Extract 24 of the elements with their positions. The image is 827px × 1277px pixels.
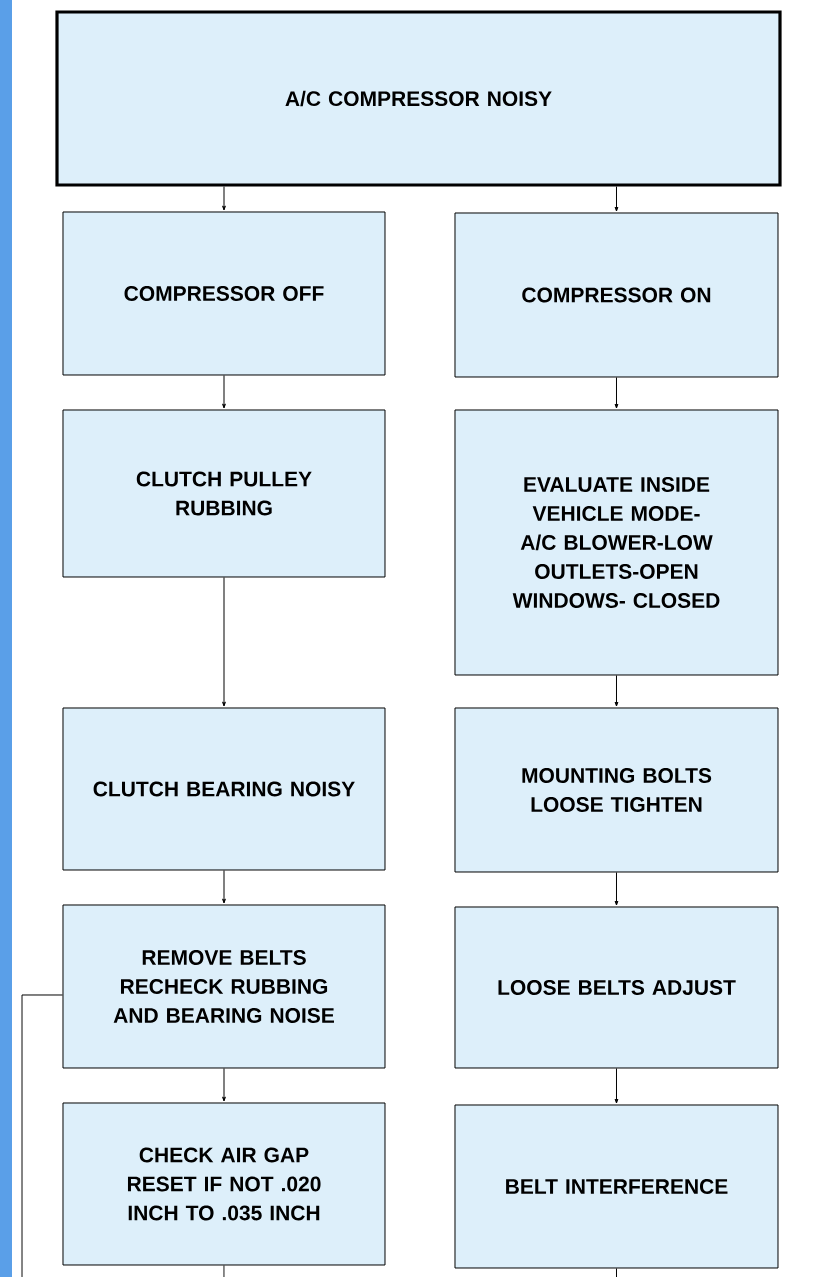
process-box: CLUTCH PULLEY RUBBING xyxy=(62,409,386,578)
connector-line xyxy=(21,994,63,1277)
arrow xyxy=(222,1068,226,1102)
arrow xyxy=(222,186,226,211)
arrow xyxy=(614,872,619,906)
arrow xyxy=(222,577,226,707)
process-box: CHECK AIR GAP RESET IF NOT .020 INCH TO .035 INCH xyxy=(62,1102,386,1266)
arrow xyxy=(614,186,619,212)
process-box: COMPRESSOR OFF xyxy=(62,211,386,376)
connector-line xyxy=(616,1268,617,1277)
arrow xyxy=(614,1068,619,1104)
process-box: COMPRESSOR ON xyxy=(454,212,779,378)
arrow xyxy=(222,375,226,409)
arrow xyxy=(222,870,226,904)
process-box: BELT INTERFERENCE xyxy=(454,1104,779,1269)
title-box: A/C COMPRESSOR NOISY xyxy=(55,10,782,187)
process-box: LOOSE BELTS ADJUST xyxy=(454,906,779,1069)
process-box: CLUTCH BEARING NOISY xyxy=(62,707,386,871)
connector-line xyxy=(223,1265,225,1277)
process-box: EVALUATE INSIDE VEHICLE MODE- A/C BLOWER-LOW OUTLETS-OPEN WINDOWS- CLOSED xyxy=(454,409,779,676)
process-box: MOUNTING BOLTS LOOSE TIGHTEN xyxy=(454,707,779,873)
process-box: REMOVE BELTS RECHECK RUBBING AND BEARING NOISE xyxy=(62,904,386,1069)
arrow xyxy=(614,675,619,707)
arrow xyxy=(614,377,619,409)
